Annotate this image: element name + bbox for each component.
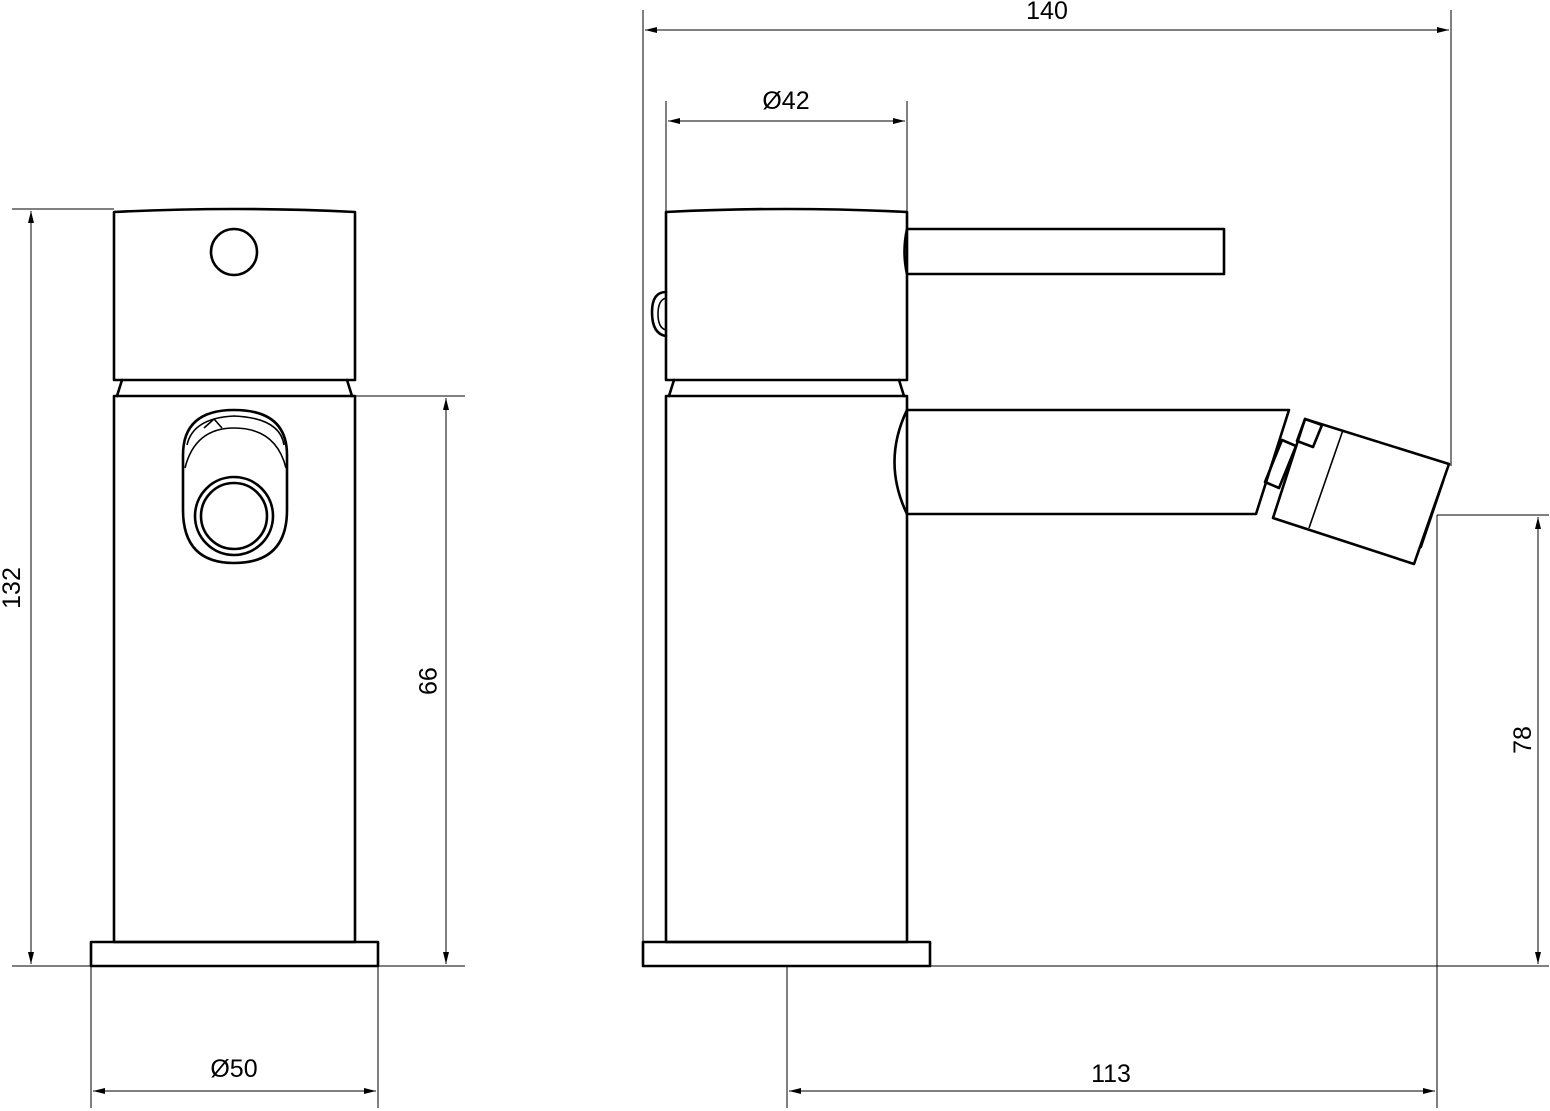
front-spout-band-lower (184, 427, 287, 469)
dim-side-spout-height: 78 (930, 514, 1549, 967)
front-base-plate (89, 940, 380, 968)
dim-label-113: 113 (1091, 1060, 1131, 1088)
dim-label-d42: Ø42 (762, 87, 809, 115)
side-collar (667, 378, 906, 398)
side-body (664, 394, 909, 944)
dim-side-cap-diameter: Ø42 (665, 87, 908, 212)
dim-label-78: 78 (1509, 726, 1537, 754)
side-cap-indicator-inner (657, 297, 667, 331)
side-nozzle-head (1271, 417, 1451, 566)
front-nozzle-inner (199, 481, 269, 551)
side-nozzle-connector (1263, 438, 1298, 490)
dim-label-132: 132 (0, 567, 26, 609)
dim-side-overall-length: 140 (642, 0, 1452, 942)
dim-front-height-total: 132 (0, 208, 114, 967)
front-spout-outer (181, 408, 289, 565)
dim-side-spout-reach: 113 (786, 515, 1438, 1108)
front-spout-notch (203, 417, 223, 429)
side-nozzle-cap-ring (1420, 479, 1445, 549)
side-spout (893, 408, 1291, 516)
side-view (641, 207, 1451, 968)
side-handle-cap (664, 207, 909, 382)
dim-front-body-height: 99 (355, 395, 465, 967)
dim-label-140: 140 (1026, 0, 1068, 25)
front-collar (115, 378, 354, 398)
dim-label-99: 99 (413, 667, 441, 695)
front-nozzle-outer (193, 475, 275, 557)
dim-front-base-diameter: Ø50 (90, 966, 379, 1108)
front-spout-band (186, 415, 285, 446)
side-nozzle-swivel (1295, 417, 1324, 449)
side-base-plate (641, 940, 932, 968)
front-cap-indicator-dot (209, 227, 259, 277)
side-nozzle-division (1308, 429, 1344, 529)
front-view (89, 207, 380, 968)
front-handle-cap (112, 207, 357, 382)
side-cap-indicator (650, 290, 668, 338)
dim-label-d50: Ø50 (210, 1055, 257, 1083)
side-lever (903, 227, 1226, 276)
